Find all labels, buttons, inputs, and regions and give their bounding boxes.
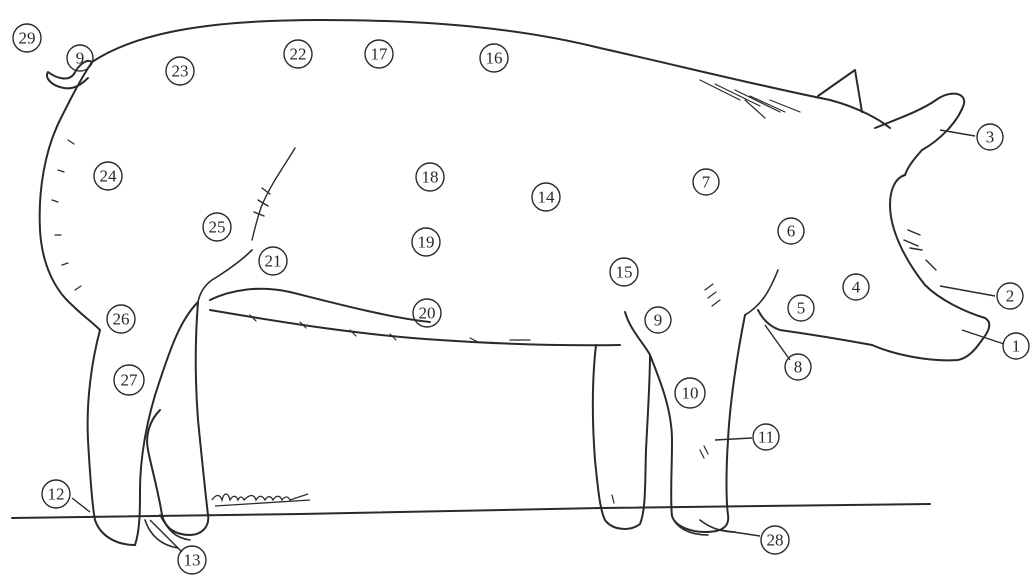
label-4: 4 [843,274,869,300]
ground-line [12,504,930,518]
pig-ear-front [875,94,964,175]
elbow-scribble [705,284,720,306]
label-29: 29 [13,24,41,52]
label-24: 24 [94,162,122,190]
hind-leg-front [162,302,208,535]
label-22: 22 [284,40,312,68]
label-4-text: 4 [852,278,861,297]
label-19: 19 [412,228,440,256]
label-15: 15 [610,258,638,286]
label-25-text: 25 [209,218,226,237]
label-27-text: 27 [121,371,139,390]
label-8: 8 [785,354,811,380]
belly-hair [250,315,530,342]
label-6-text: 6 [787,222,796,241]
label-5: 5 [788,295,814,321]
flank-scribble [252,148,295,240]
front-leg-front [650,315,745,532]
label-9-front: 9 [645,307,671,333]
label-19-text: 19 [418,233,435,252]
label-22-text: 22 [290,45,307,64]
pig-ear [818,70,862,112]
label-12-text: 12 [48,485,65,504]
label-17-text: 17 [371,45,389,64]
ham-hair [52,140,81,290]
pig-back-outline [92,20,890,128]
label-10: 10 [675,378,705,408]
leader-11 [715,438,752,440]
label-8-text: 8 [794,358,803,377]
label-3: 3 [977,124,1003,150]
face-wrinkles [904,230,936,270]
label-27: 27 [114,365,144,395]
front-leg-rear-inner [625,312,650,355]
hind-leg-rear-inner [135,302,198,545]
label-13: 13 [178,546,206,574]
label-29-text: 29 [19,29,36,48]
label-3-text: 3 [986,128,995,147]
label-2: 2 [997,283,1023,309]
label-9-ham: 9 [67,45,93,71]
label-14-text: 14 [538,188,556,207]
pig-ham-outline [40,62,100,330]
label-2-text: 2 [1006,287,1015,306]
hind-hoof [145,515,190,548]
label-7: 7 [693,169,719,195]
label-18-text: 18 [422,168,439,187]
label-25: 25 [203,213,231,241]
label-1: 1 [1003,333,1029,359]
label-12: 12 [42,480,70,508]
label-24-text: 24 [100,167,118,186]
label-17: 17 [365,40,393,68]
handwritten-signature [212,494,310,506]
hind-leg-front-back [147,410,162,515]
label-13-text: 13 [184,551,201,570]
label-5-text: 5 [797,299,806,318]
shoulder-line [745,270,778,315]
label-20-text: 20 [419,304,436,323]
label-9-front-text: 9 [654,311,663,330]
front-leg-rear [593,345,650,529]
label-6: 6 [778,218,804,244]
dewclaw-scribble [612,446,708,503]
label-16-text: 16 [486,49,503,68]
label-15-text: 15 [616,263,633,282]
pig-belly [210,310,620,345]
leader-2 [940,286,995,296]
label-26-text: 26 [113,310,130,329]
label-1-text: 1 [1012,337,1021,356]
label-11: 11 [753,424,779,450]
label-21-text: 21 [265,252,282,271]
back-hair-scribble [700,80,800,118]
label-23: 23 [166,57,194,85]
flank-crease [210,289,430,322]
label-21: 21 [259,247,287,275]
label-26: 26 [107,305,135,333]
label-20: 20 [413,299,441,327]
label-14: 14 [532,183,560,211]
label-18: 18 [416,163,444,191]
leader-12 [72,498,90,512]
hind-leg-rear [88,330,135,545]
label-16: 16 [480,44,508,72]
label-9-ham-text: 9 [76,49,85,68]
leader-1 [962,330,1004,344]
label-7-text: 7 [702,173,711,192]
label-23-text: 23 [172,62,189,81]
label-28-text: 28 [767,531,784,550]
leader-28 [720,530,760,536]
label-28: 28 [761,526,789,554]
label-11-text: 11 [758,428,774,447]
label-10-text: 10 [682,384,699,403]
